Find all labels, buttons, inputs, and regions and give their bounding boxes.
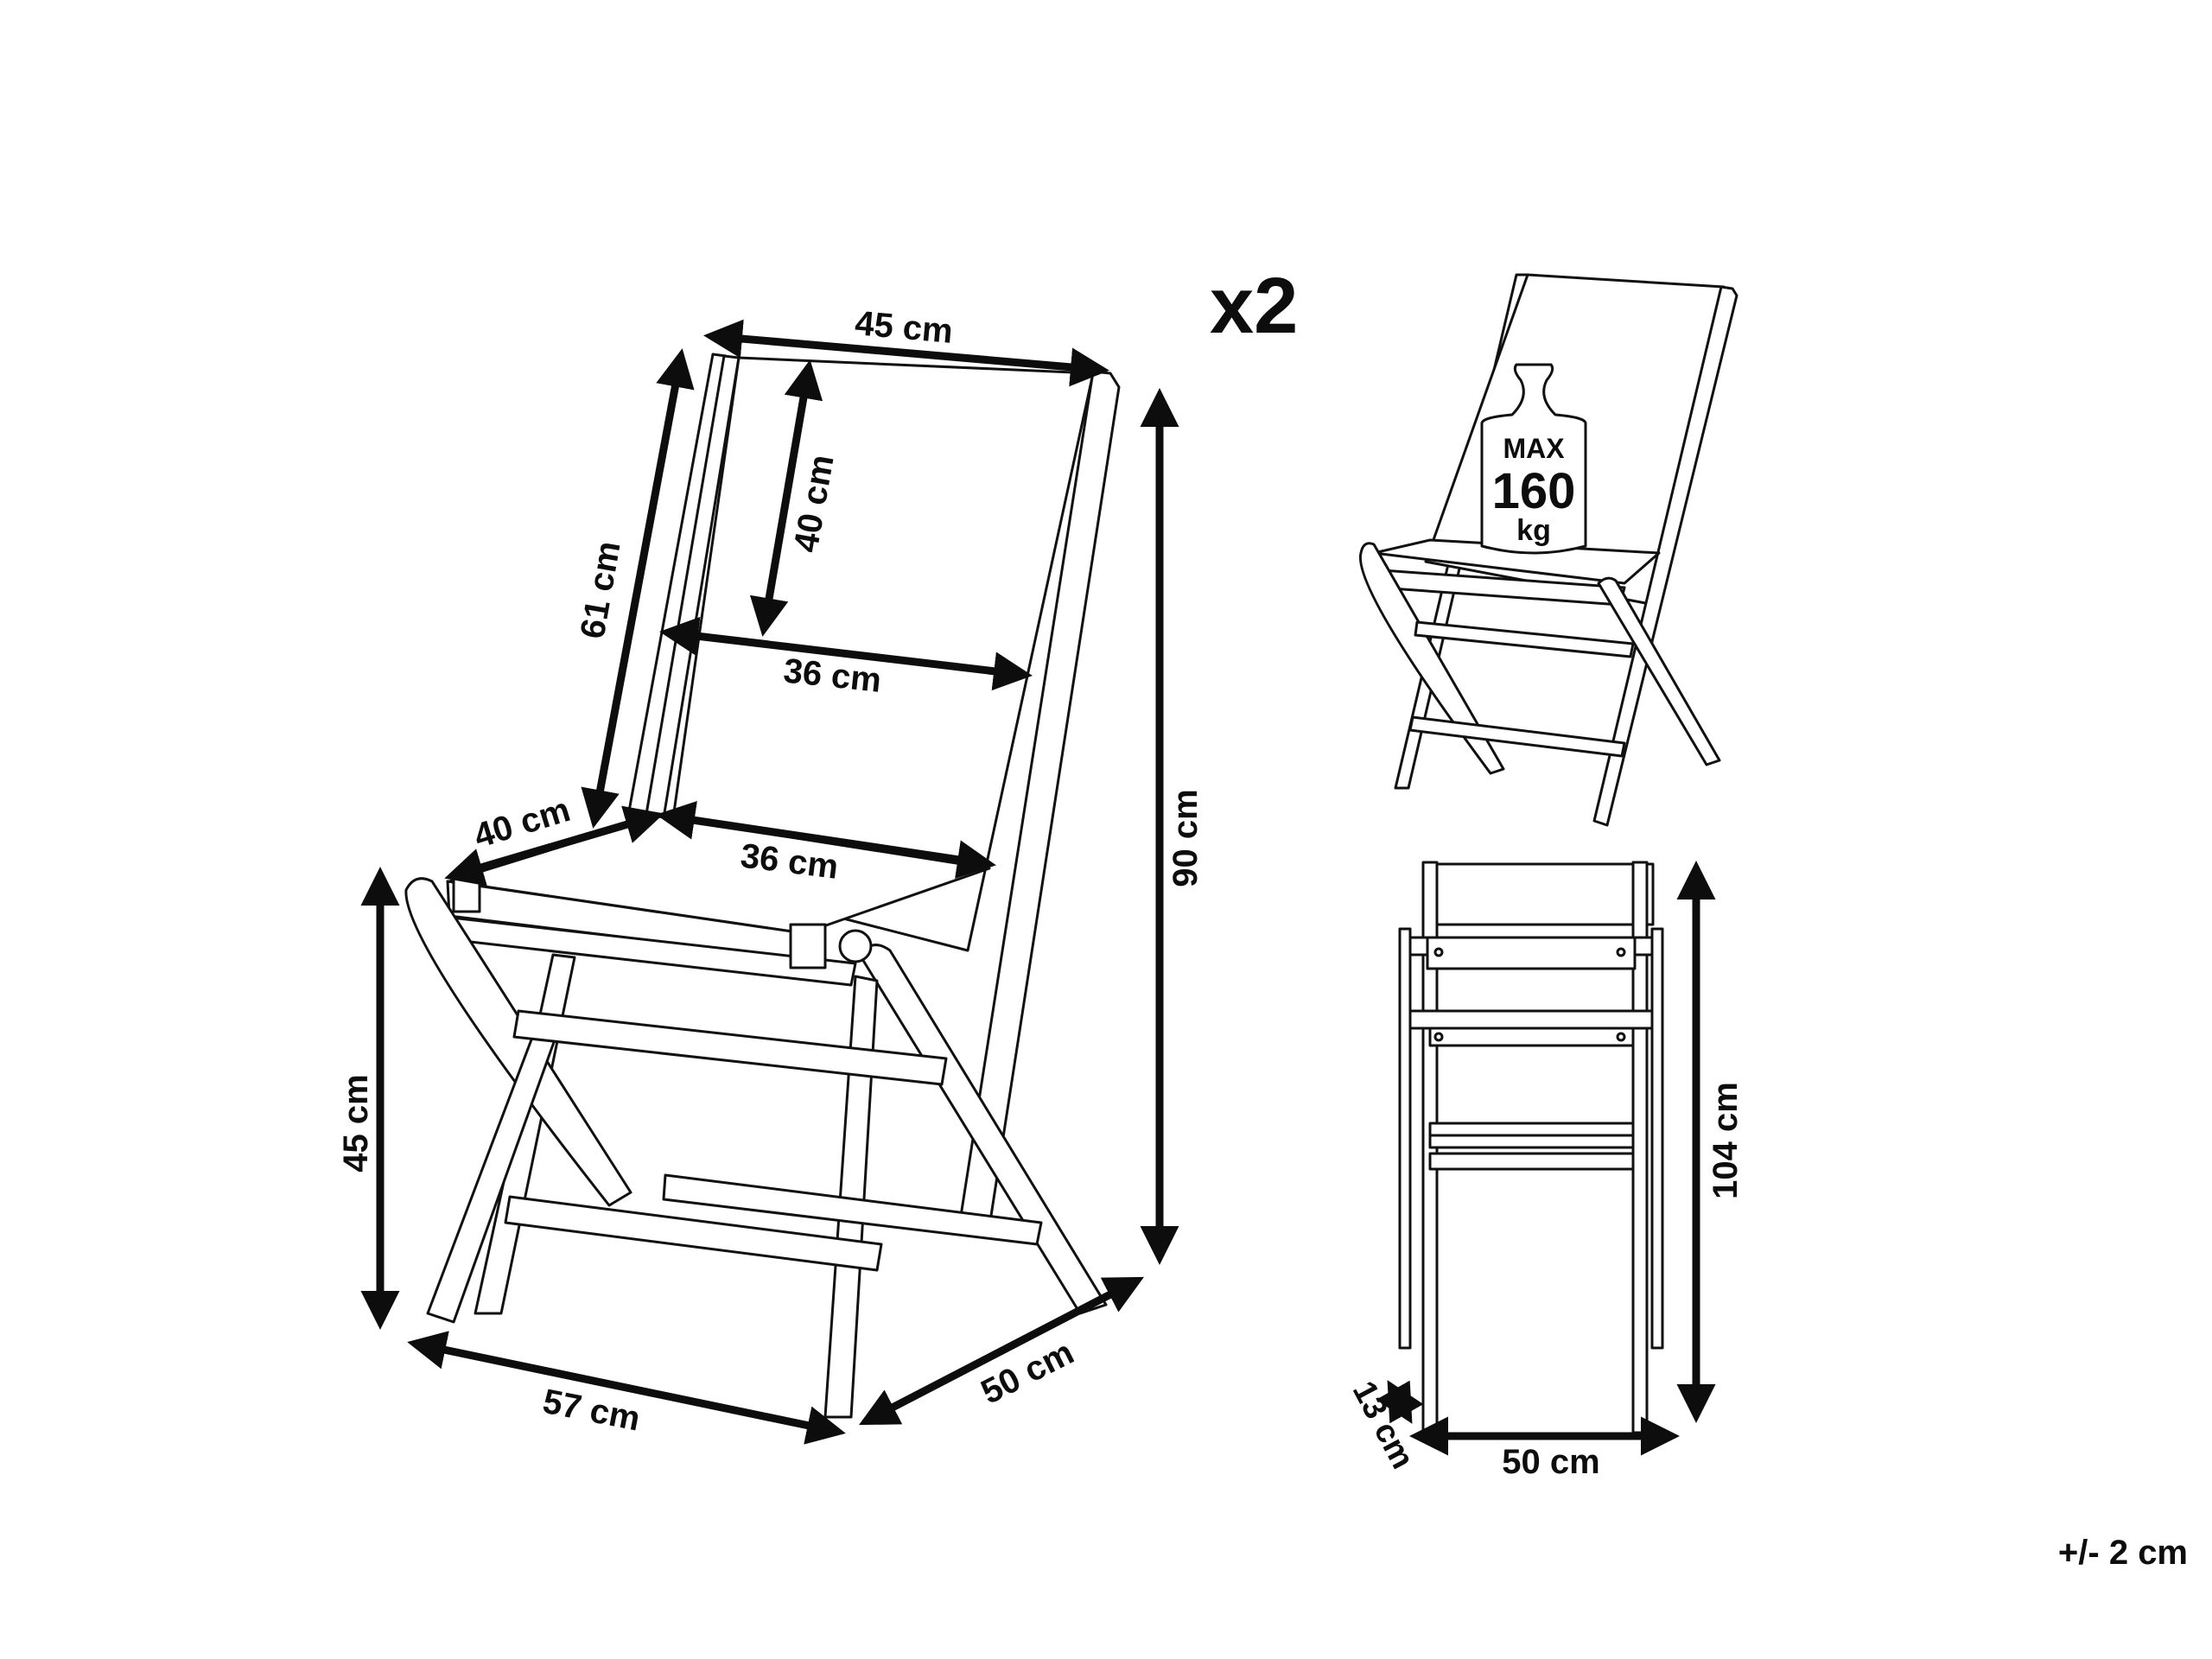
tolerance-note: +/- 2 cm <box>2058 1534 2188 1572</box>
weight-icon: MAX 160 kg <box>1480 363 1587 555</box>
weight-unit-text: kg <box>1516 514 1551 547</box>
folded-width-label: 50 cm <box>1502 1443 1599 1481</box>
backrest-height-label: 61 cm <box>574 538 628 641</box>
folded-height-label: 104 cm <box>1707 1082 1745 1199</box>
folded-thickness-arrow <box>1376 1380 1424 1424</box>
folded-dimension-arrows <box>1376 861 1716 1456</box>
dimension-arrows <box>360 319 1179 1445</box>
main-chair-drawing <box>404 353 1121 1419</box>
folded-thickness-label: 13 cm <box>1345 1376 1421 1475</box>
width-arrow <box>859 1276 1144 1426</box>
weight-max-text: MAX <box>1503 433 1565 464</box>
depth-arrow <box>407 1331 846 1445</box>
folded-chair-drawing <box>1398 861 1664 1434</box>
width-label: 50 cm <box>976 1333 1080 1412</box>
seat-depth-arrow <box>444 805 664 887</box>
backrest-width-label: 45 cm <box>854 304 955 351</box>
backrest-fabric-width-arrow <box>659 616 1033 691</box>
total-height-label: 90 cm <box>1166 789 1205 887</box>
weight-value-text: 160 <box>1492 463 1576 519</box>
load-capacity-chair: MAX 160 kg <box>1358 273 1738 827</box>
quantity-label: x2 <box>1210 262 1298 350</box>
backrest-fabric-height-arrow <box>749 359 823 637</box>
backrest-width-arrow <box>703 319 1109 387</box>
seat-width-arrow <box>656 801 996 879</box>
seat-height-label: 45 cm <box>337 1074 375 1172</box>
backrest-height-arrow <box>581 348 695 829</box>
